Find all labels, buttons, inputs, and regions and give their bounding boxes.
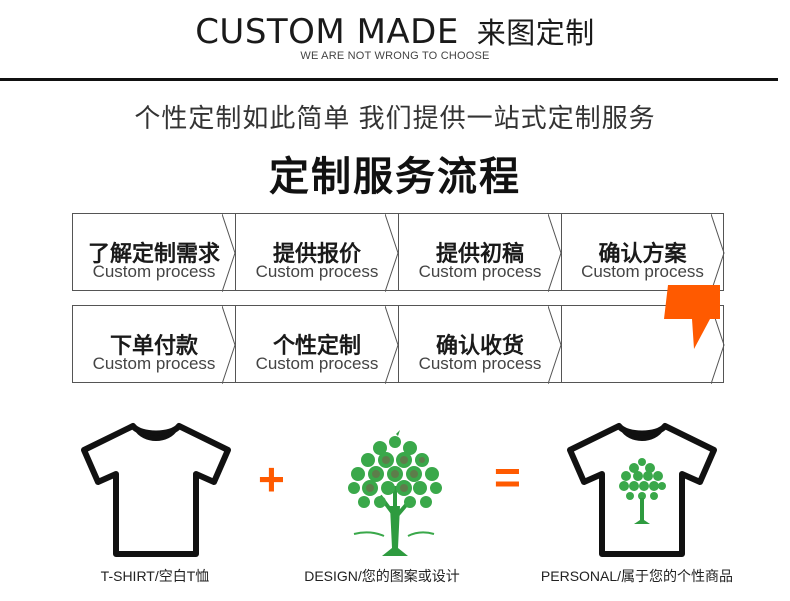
chevron-right-icon	[548, 214, 562, 292]
chevron-right-icon	[548, 306, 562, 384]
header-divider	[0, 78, 778, 81]
step-card: 确认收货 Custom process	[398, 305, 562, 384]
chevron-right-icon	[385, 214, 399, 292]
step-card: 提供初稿 Custom process	[398, 213, 562, 292]
step-card: 下单付款 Custom process	[72, 305, 236, 384]
header: CUSTOM MADE 来图定制 WE ARE NOT WRONG TO CHO…	[0, 0, 790, 84]
steps-row-1: 了解定制需求 Custom process 提供报价 Custom proces…	[72, 213, 725, 292]
equation-section: + = T-SHIRT/空白T恤 DESIGN/您	[0, 400, 790, 601]
step-card: 确认方案 Custom process	[561, 213, 725, 292]
step-subtitle: Custom process	[581, 262, 704, 281]
brand-title: CUSTOM MADE 来图定制	[0, 12, 790, 53]
steps-row-2: 下单付款 Custom process 个性定制 Custom process …	[72, 305, 725, 384]
step-title: 了解定制需求	[87, 241, 220, 266]
step-subtitle: Custom process	[255, 262, 379, 281]
step-title: 提供报价	[272, 241, 361, 266]
personal-caption: PERSONAL/属于您的个性商品	[540, 568, 734, 584]
step-title: 提供初稿	[435, 241, 524, 266]
tshirt-caption: T-SHIRT/空白T恤	[100, 568, 210, 584]
tagline: WE ARE NOT WRONG TO CHOOSE	[300, 50, 490, 62]
chevron-right-icon	[711, 214, 725, 292]
step-card: 了解定制需求 Custom process	[72, 213, 236, 292]
process-steps: 了解定制需求 Custom process 提供报价 Custom proces…	[72, 213, 725, 384]
step-title: 下单付款	[109, 333, 198, 358]
page-title: 定制服务流程	[269, 155, 521, 199]
step-subtitle: Custom process	[418, 262, 542, 281]
orange-flag-icon	[664, 285, 720, 349]
brand-cn: 来图定制	[476, 16, 595, 50]
tshirt-icon	[81, 423, 231, 557]
chevron-right-icon	[222, 306, 236, 384]
subtitle: 个性定制如此简单 我们提供一站式定制服务	[134, 103, 656, 133]
step-title: 确认收货	[435, 333, 524, 358]
step-card: 提供报价 Custom process	[235, 213, 399, 292]
step-subtitle: Custom process	[418, 354, 542, 373]
custom-tshirt-icon	[567, 423, 717, 557]
brand-en: CUSTOM MADE	[195, 12, 459, 52]
equals-sign: =	[494, 451, 521, 503]
chevron-right-icon	[222, 214, 236, 292]
step-card: 个性定制 Custom process	[235, 305, 399, 384]
design-caption: DESIGN/您的图案或设计	[304, 568, 460, 584]
step-subtitle: Custom process	[255, 354, 379, 373]
step-title: 确认方案	[598, 241, 687, 266]
chevron-right-icon	[385, 306, 399, 384]
step-subtitle: Custom process	[92, 354, 216, 373]
plus-sign: +	[258, 453, 285, 505]
step-title: 个性定制	[272, 333, 361, 358]
photo-tree-icon	[348, 430, 442, 556]
step-subtitle: Custom process	[92, 262, 216, 281]
